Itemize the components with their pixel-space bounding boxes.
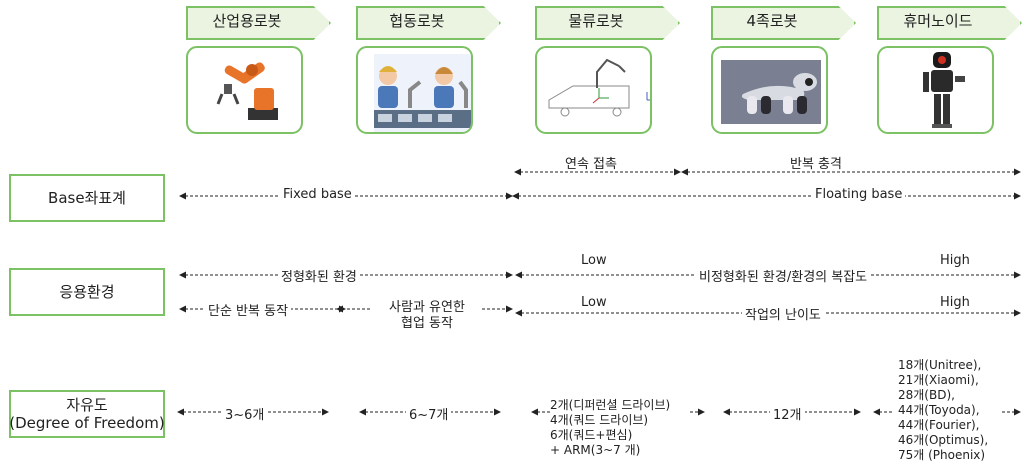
row-label-environment: 응용환경 <box>9 268 165 316</box>
label-low-difficulty: Low <box>581 295 607 310</box>
industrial-robot-image <box>186 46 303 134</box>
label-unstructured-env: 비정형화된 환경/환경의 복잡도 <box>696 266 871 285</box>
humanoid-robot-icon <box>923 52 965 128</box>
label-simple-repeat: 단순 반복 동작 <box>205 300 292 319</box>
dof-logistics: 2개(디퍼런셜 드라이브) 4개(쿼드 드라이브) 6개(쿼드+편심) + AR… <box>550 398 671 458</box>
label-high-complexity: High <box>940 253 970 268</box>
label-low-complexity: Low <box>581 253 607 268</box>
robot-label-cobot: 협동로봇 <box>389 12 445 30</box>
label-contact: 연속 접촉 <box>565 157 617 172</box>
dof-cobot: 6~7개 <box>406 404 452 423</box>
dof-industrial: 3~6개 <box>222 404 268 423</box>
quadruped-robot-image <box>711 46 828 134</box>
chevron-industrial <box>186 6 331 40</box>
robot-label-logistics: 물류로봇 <box>568 12 624 30</box>
industrial-robot-arm-icon <box>216 62 278 120</box>
label-high-difficulty: High <box>940 295 970 310</box>
humanoid-robot-image <box>877 46 994 134</box>
label-floating-base: Floating base <box>812 187 906 202</box>
cobot-image <box>356 46 473 134</box>
label-fixed-base: Fixed base <box>280 187 355 202</box>
robot-label-industrial: 산업용로봇 <box>212 12 282 30</box>
label-task-difficulty: 작업의 난이도 <box>742 304 824 323</box>
dof-quadruped: 12개 <box>770 404 805 423</box>
chevron-quadruped <box>711 6 856 40</box>
chevron-logistics <box>535 6 680 40</box>
logistics-robot-schematic-icon <box>548 58 650 117</box>
robot-label-humanoid: 휴머노이드 <box>903 12 973 30</box>
logistics-robot-image <box>535 46 652 134</box>
chevron-cobot <box>356 6 501 40</box>
label-impact: 반복 충격 <box>790 157 842 172</box>
chevron-humanoid <box>877 6 1022 40</box>
quadruped-robot-icon <box>721 60 821 124</box>
row-label-dof: 자유도 (Degree of Freedom) <box>9 390 165 438</box>
label-structured-env: 정형화된 환경 <box>278 266 360 285</box>
robot-label-quadruped: 4족로봇 <box>746 12 798 30</box>
dof-humanoid: 18개(Unitree), 21개(Xiaomi), 28개(BD), 44개(… <box>898 358 989 463</box>
row-label-base: Base좌표계 <box>9 174 165 222</box>
label-flexible-collab: 사람과 유연한 협업 동작 <box>372 300 482 332</box>
collaborative-robot-workers-icon <box>374 54 471 132</box>
